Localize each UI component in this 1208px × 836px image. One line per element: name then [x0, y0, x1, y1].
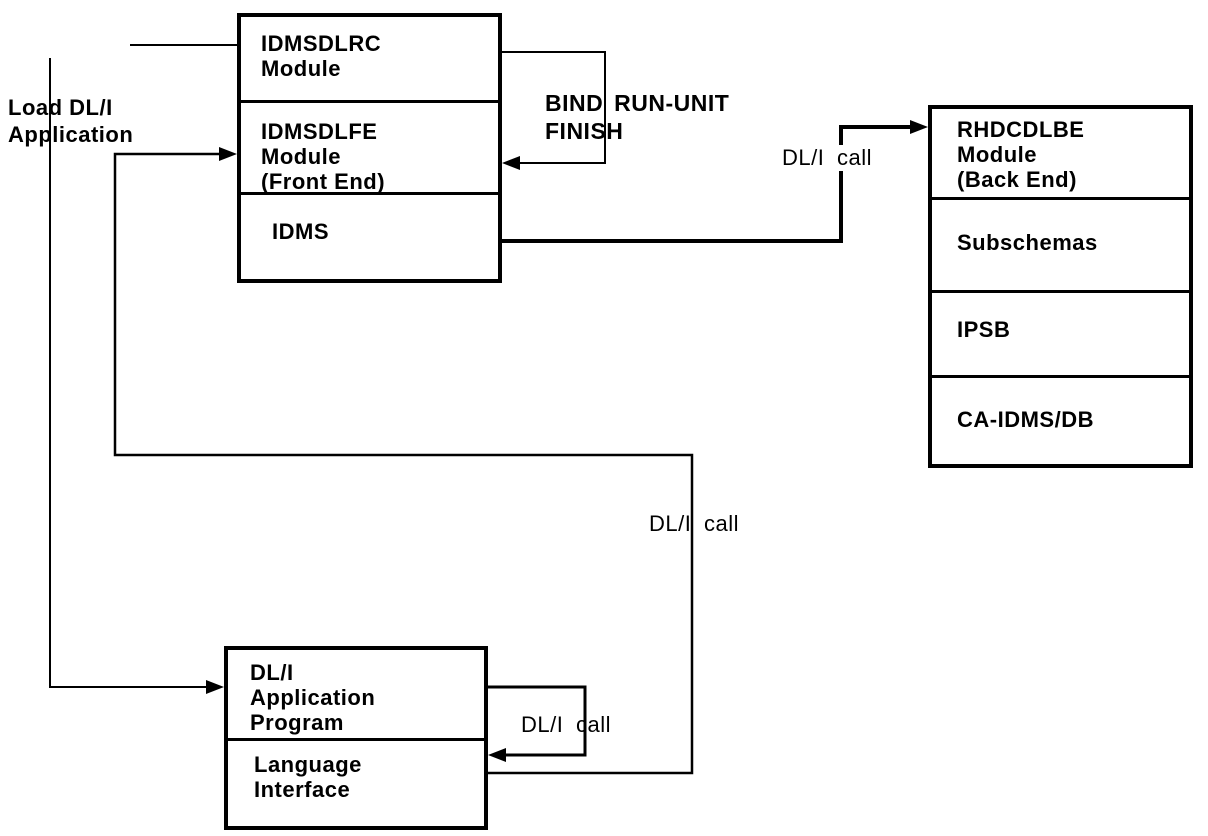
dli-call-back-end-caption: DL/I call [779, 145, 875, 171]
front-end-module-stack: IDMSDLRC Module IDMSDLFE Module (Front E… [237, 13, 502, 283]
section-idmsdlrc-module: IDMSDLRC Module [241, 17, 498, 100]
dli-call-front-end-caption: DL/I call [649, 511, 739, 536]
application-program-stack: DL/I Application Program Language Interf… [224, 646, 488, 830]
dli-call-back-end-line [502, 125, 910, 243]
idms-label: IDMS [272, 219, 329, 244]
load-dli-application-caption: Load DL/I Application [8, 95, 134, 147]
section-idmsdlfe-module: IDMSDLFE Module (Front End) [241, 100, 498, 194]
section-rhdcdlbe-module: RHDCDLBE Module (Back End) [932, 109, 1189, 197]
idmsdlfe-module-label: IDMSDLFE Module (Front End) [261, 119, 386, 194]
section-subschemas: Subschemas [932, 197, 1189, 290]
dli-call-language-interface-arrowhead [488, 748, 506, 762]
dli-application-program-label: DL/I Application Program [250, 660, 376, 735]
section-language-interface: Language Interface [228, 738, 484, 826]
dli-call-front-end-line [113, 152, 694, 775]
bind-run-unit-finish-caption: BIND RUN-UNIT FINISH [545, 90, 730, 144]
bind-run-unit-arrowhead [502, 156, 520, 170]
dli-call-front-end-arrowhead [219, 147, 237, 161]
load-application-line [49, 58, 207, 688]
section-ipsb: IPSB [932, 290, 1189, 375]
section-ca-idms-db: CA-IDMS/DB [932, 375, 1189, 464]
dli-call-back-end-arrowhead [910, 120, 928, 134]
dli-call-language-interface-line [488, 685, 587, 757]
back-end-module-stack: RHDCDLBE Module (Back End) Subschemas IP… [928, 105, 1193, 468]
section-idms: IDMS [241, 192, 498, 279]
ipsb-label: IPSB [957, 317, 1011, 342]
rhdcdlbe-module-label: RHDCDLBE Module (Back End) [957, 117, 1085, 192]
load-application-arrowhead [206, 680, 224, 694]
ca-idms-db-label: CA-IDMS/DB [957, 407, 1094, 432]
bind-run-unit-line [502, 51, 606, 164]
language-interface-label: Language Interface [254, 752, 362, 802]
section-dli-application-program: DL/I Application Program [228, 650, 484, 738]
subschemas-label: Subschemas [957, 230, 1098, 255]
dli-call-language-interface-caption: DL/I call [521, 712, 611, 737]
idmsdlrc-module-label: IDMSDLRC Module [261, 31, 382, 81]
